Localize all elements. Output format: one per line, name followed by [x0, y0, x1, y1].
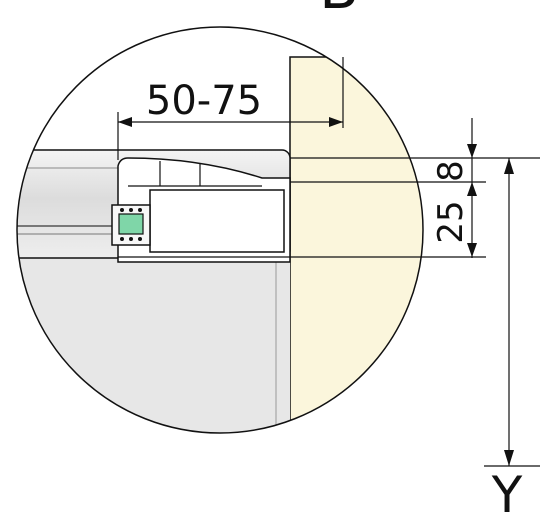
seal-gasket — [118, 213, 144, 235]
detail-label: B — [319, 0, 359, 22]
wall — [289, 56, 423, 433]
profile-inner-slot — [149, 189, 285, 253]
detail-circle — [16, 26, 424, 434]
extension-lines — [290, 157, 540, 258]
seal-dot-6 — [138, 237, 142, 241]
total-height-label: Y — [491, 466, 523, 520]
width-dimension — [117, 57, 344, 160]
seal-dot-5 — [129, 237, 133, 241]
seal-dot-4 — [120, 237, 124, 241]
profile-height-label: 25 — [431, 200, 471, 243]
total-height-dimension — [484, 158, 540, 467]
glass-panel — [17, 258, 290, 433]
top-offset-label: 8 — [431, 160, 471, 182]
small-vertical-dimension — [467, 118, 477, 258]
seal-dot-2 — [129, 208, 133, 212]
seal-dot-1 — [120, 208, 124, 212]
width-range-label: 50-75 — [146, 78, 262, 124]
seal-dot-3 — [138, 208, 142, 212]
